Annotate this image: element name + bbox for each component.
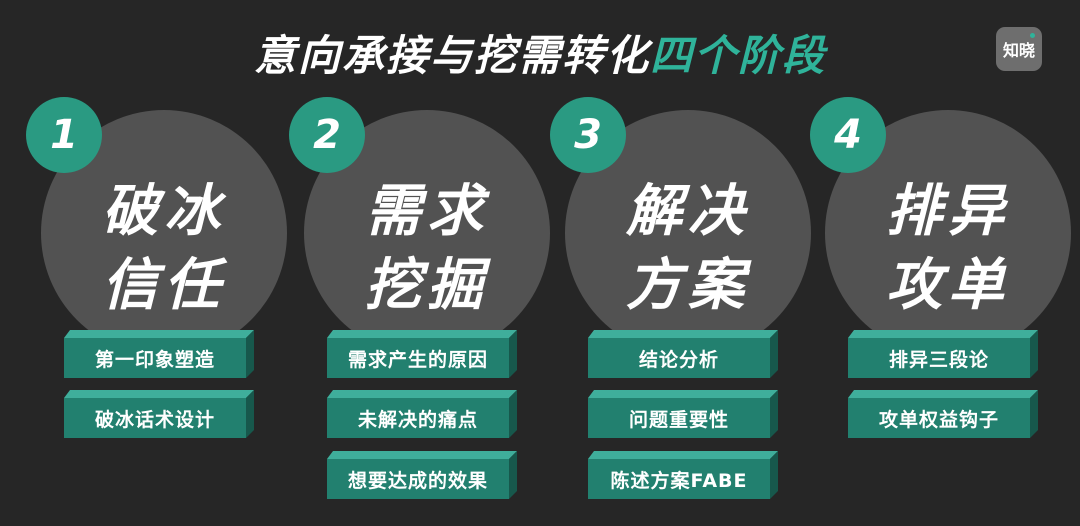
stage-heading-line2: 攻单 bbox=[886, 253, 1010, 318]
stage-heading-line2: 方案 bbox=[626, 253, 750, 318]
stage-item-box: 需求产生的原因 bbox=[327, 330, 519, 380]
stage-item-label: 问题重要性 bbox=[588, 398, 770, 438]
brand-logo: 知晓 bbox=[996, 27, 1042, 71]
logo-dot bbox=[1030, 33, 1035, 38]
stage-item-box: 结论分析 bbox=[588, 330, 780, 380]
stage-item-box: 未解决的痛点 bbox=[327, 390, 519, 440]
stage-heading: 排异 攻单 bbox=[825, 175, 1071, 323]
stage-item-label: 破冰话术设计 bbox=[64, 398, 246, 438]
logo-text: 知晓 bbox=[1002, 41, 1035, 60]
stage-item-box: 陈述方案FABE bbox=[588, 451, 780, 501]
title-accent: 四个阶段 bbox=[650, 31, 827, 80]
stage-4: 排异 攻单 4 排异三段论 攻单权益钩子 bbox=[810, 0, 1072, 526]
stage-item-label: 想要达成的效果 bbox=[327, 459, 509, 499]
page-title: 意向承接与挖需转化四个阶段 bbox=[0, 22, 1080, 83]
stage-heading-line1: 排异 bbox=[886, 179, 1010, 244]
stage-1: 破冰 信任 1 第一印象塑造 破冰话术设计 bbox=[26, 0, 288, 526]
stage-heading: 破冰 信任 bbox=[41, 175, 287, 323]
stage-item-box: 排异三段论 bbox=[848, 330, 1040, 380]
stage-item-box: 第一印象塑造 bbox=[64, 330, 256, 380]
stage-heading: 解决 方案 bbox=[565, 175, 811, 323]
stage-heading-line1: 破冰 bbox=[102, 179, 226, 244]
stage-item-label: 排异三段论 bbox=[848, 338, 1030, 378]
stage-item-label: 攻单权益钩子 bbox=[848, 398, 1030, 438]
stage-item-label: 未解决的痛点 bbox=[327, 398, 509, 438]
stage-number-badge: 1 bbox=[26, 97, 102, 173]
stage-heading-line2: 信任 bbox=[102, 253, 226, 318]
stage-heading: 需求 挖掘 bbox=[304, 175, 550, 323]
stage-3: 解决 方案 3 结论分析 问题重要性 陈述方案FABE bbox=[550, 0, 812, 526]
stage-number-badge: 3 bbox=[550, 97, 626, 173]
stage-item-box: 问题重要性 bbox=[588, 390, 780, 440]
stage-item-label: 需求产生的原因 bbox=[327, 338, 509, 378]
stage-heading-line1: 解决 bbox=[626, 179, 750, 244]
stage-item-label: 陈述方案FABE bbox=[588, 459, 770, 499]
stage-heading-line1: 需求 bbox=[365, 179, 489, 244]
stage-number-badge: 4 bbox=[810, 97, 886, 173]
stage-item-box: 攻单权益钩子 bbox=[848, 390, 1040, 440]
stage-number-badge: 2 bbox=[289, 97, 365, 173]
title-main: 意向承接与挖需转化 bbox=[253, 31, 650, 80]
stage-item-label: 结论分析 bbox=[588, 338, 770, 378]
stage-item-box: 破冰话术设计 bbox=[64, 390, 256, 440]
stage-item-label: 第一印象塑造 bbox=[64, 338, 246, 378]
stage-heading-line2: 挖掘 bbox=[365, 253, 489, 318]
stage-2: 需求 挖掘 2 需求产生的原因 未解决的痛点 想要达成的效果 bbox=[289, 0, 551, 526]
stage-item-box: 想要达成的效果 bbox=[327, 451, 519, 501]
